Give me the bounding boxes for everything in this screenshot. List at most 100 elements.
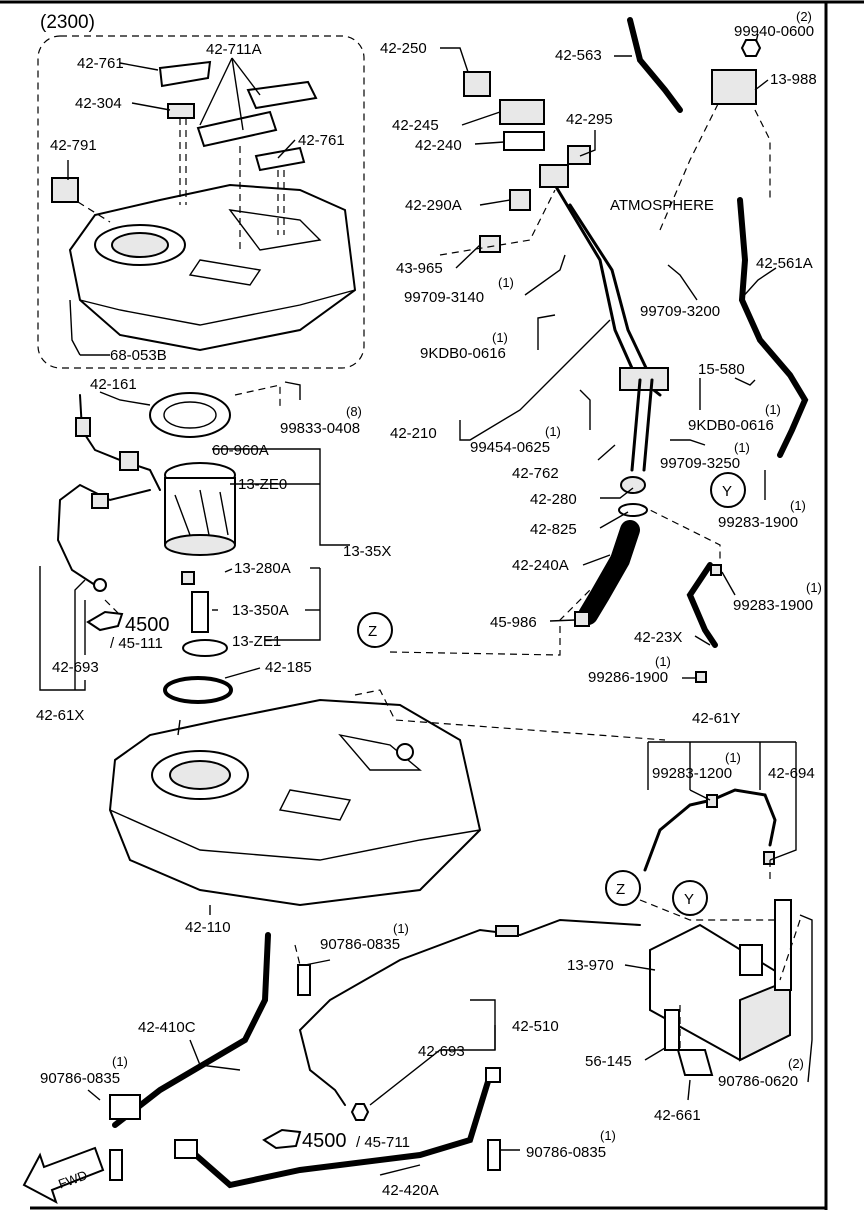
part-label-42-110: 42-110 [185,919,231,936]
reference-4500: 4500 [125,614,170,636]
hand-pointer-icon [86,610,124,632]
part-label-68-053b: 68-053B [110,347,167,364]
part-label-42-510: 42-510 [512,1018,559,1035]
part-label-42-161: 42-161 [90,376,137,393]
part-label-42-791: 42-791 [50,137,97,154]
part-label-99454-0625: 99454-0625 [470,439,550,456]
part-label-42-290a: 42-290A [405,197,462,214]
quantity-label: (1) [725,750,741,765]
part-label-42-711a: 42-711A [206,41,262,58]
part-label-99709-3250: 99709-3250 [660,455,740,472]
callout-circle-y-bottom [672,880,708,916]
callout-circle-y-top [710,472,746,508]
quantity-label: (1) [393,921,409,936]
reference-45-711: / 45-711 [356,1134,410,1151]
part-label-90786-0835: 90786-0835 [526,1144,606,1161]
diagram-title: (2300) [40,12,95,33]
callout-circle-z-bottom [605,870,641,906]
reference-4500: 4500 [302,1130,347,1152]
callout-circle-z-top [357,612,393,648]
part-label-60-960a: 60-960A [212,442,269,459]
part-label-15-580: 15-580 [698,361,745,378]
sheet-pads [51,60,318,356]
quantity-label: (8) [346,404,362,419]
part-label-9kdb0-0616: 9KDB0-0616 [420,345,506,362]
hand-pointer-icon [262,1128,302,1150]
part-label-9kdb0-0616: 9KDB0-0616 [688,417,774,434]
pump-wire-harness [56,394,161,592]
part-label-43-965: 43-965 [396,260,443,277]
callout-y-label: Y [722,483,732,500]
fuel-line-harness [298,918,641,1121]
main-fuel-tank [108,698,482,907]
part-label-99833-0408: 99833-0408 [280,420,360,437]
inset-box [37,35,365,369]
forward-arrow-icon [22,1146,105,1205]
quantity-label: (1) [655,654,671,669]
quantity-label: (1) [600,1128,616,1143]
part-label-42-694: 42-694 [768,765,815,782]
part-label-90786-0835: 90786-0835 [320,936,400,953]
part-label-42-561a: 42-561A [756,255,813,272]
part-label-42-661: 42-661 [654,1107,701,1124]
dashed-guides [104,99,801,1050]
quantity-label: (1) [790,498,806,513]
part-label-42-23x: 42-23X [634,629,682,646]
tank-straps [109,932,501,1189]
part-label-42-420a: 42-420A [382,1182,439,1199]
part-label-99283-1900: 99283-1900 [733,597,813,614]
part-label-42-295: 42-295 [566,111,613,128]
part-label-42-61y: 42-61Y [692,710,740,727]
part-label-42-825: 42-825 [530,521,577,538]
part-label-42-280: 42-280 [530,491,577,508]
part-labels: 42-761 42-711A 42-304 42-761 42-791 68-0… [36,9,822,1199]
leader-lines [39,33,813,1176]
quantity-label: (2) [788,1056,804,1071]
part-label-99283-1900: 99283-1900 [718,514,798,531]
part-label-42-761: 42-761 [77,55,124,72]
part-label-99709-3200: 99709-3200 [640,303,720,320]
part-label-13-970: 13-970 [567,957,614,974]
part-label-13-350a: 13-350A [232,602,289,619]
part-label-42-240a: 42-240A [512,557,569,574]
quantity-label: (1) [765,402,781,417]
atmosphere-label: ATMOSPHERE [610,197,714,214]
part-label-42-250: 42-250 [380,40,427,57]
part-label-42-762: 42-762 [512,465,559,482]
part-label-13-ze0: 13-ZE0 [238,476,287,493]
part-label-42-240: 42-240 [415,137,462,154]
filler-pipe-assembly [463,71,669,472]
part-label-42-61x: 42-61X [36,707,84,724]
part-label-42-185: 42-185 [265,659,312,676]
quantity-label: (2) [796,9,812,24]
part-label-42-304: 42-304 [75,95,122,112]
callout-z-label: Z [616,881,625,898]
quantity-label: (1) [545,424,561,439]
part-label-42-210: 42-210 [390,425,437,442]
part-label-99709-3140: 99709-3140 [404,289,484,306]
quantity-label: (1) [806,580,822,595]
part-label-42-563: 42-563 [555,47,602,64]
callout-z-label: Z [368,623,377,640]
part-label-42-693: 42-693 [418,1043,465,1060]
callout-y-label: Y [684,891,694,908]
part-label-99940-0600: 99940-0600 [734,23,814,40]
breather-hoses [627,17,809,458]
part-label-90786-0835: 90786-0835 [40,1070,120,1087]
quantity-label: (1) [492,330,508,345]
quantity-label: (1) [112,1054,128,1069]
part-label-99286-1900: 99286-1900 [588,669,668,686]
part-label-42-410c: 42-410C [138,1019,196,1036]
part-label-56-145: 56-145 [585,1053,632,1070]
part-label-99283-1200: 99283-1200 [652,765,732,782]
charcoal-canister [649,899,792,1076]
inset-fuel-tank [68,183,357,352]
fuel-pump-assembly [149,392,236,704]
quantity-label: (1) [734,440,750,455]
part-label-42-761: 42-761 [298,132,345,149]
part-label-42-245: 42-245 [392,117,439,134]
part-label-13-35x: 13-35X [343,543,391,560]
part-label-13-ze1: 13-ZE1 [232,633,281,650]
part-label-13-988: 13-988 [770,71,817,88]
